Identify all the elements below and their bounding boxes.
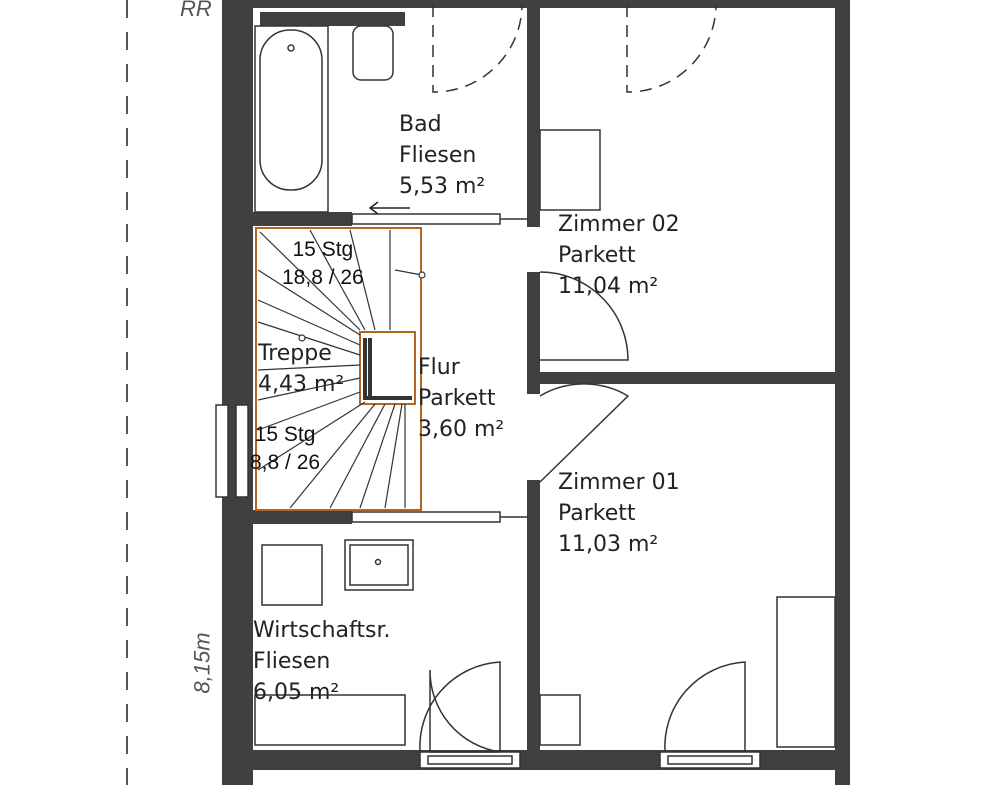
bath-shelf	[260, 12, 405, 26]
room-floor: Parkett	[418, 386, 496, 411]
room-area: 5,53 m²	[399, 174, 486, 199]
stair-label-upper: 15 Stg 18,8 / 26	[282, 236, 364, 292]
staircase	[255, 227, 426, 511]
axis-label: RR	[180, 0, 212, 21]
room-floor: Parkett	[558, 501, 636, 526]
room-floor: Fliesen	[399, 143, 477, 168]
wall-middle-upper	[527, 0, 540, 207]
room-label-wirtschaftsraum: Wirtschaftsr. Fliesen 6,05 m²	[253, 615, 391, 708]
room-name: Wirtschaftsr.	[253, 618, 391, 643]
wall-right	[835, 0, 850, 785]
room-area: 6,05 m²	[253, 680, 340, 705]
room-name: Bad	[399, 112, 442, 137]
toilet-icon	[352, 25, 394, 81]
room-label-treppe: Treppe 4,43 m²	[258, 338, 344, 400]
room-name: Zimmer 01	[558, 470, 680, 495]
room-floor: Fliesen	[253, 649, 331, 674]
doors	[419, 4, 746, 753]
room-label-zimmer-02: Zimmer 02 Parkett 11,04 m²	[558, 209, 680, 302]
wall-left	[222, 0, 253, 785]
room-area: 11,04 m²	[558, 274, 659, 299]
room-label-bad: Bad Fliesen 5,53 m²	[399, 109, 485, 202]
stair-label-lower: 15 Stg 8,8 / 26	[250, 421, 320, 477]
room-area: 11,03 m²	[558, 532, 659, 557]
stair-ratio: 18,8 / 26	[282, 266, 364, 289]
dimension-label: 8,15m	[189, 632, 215, 694]
stair-steps: 15 Stg	[254, 423, 316, 446]
room-floor: Parkett	[558, 243, 636, 268]
wall-bath-bottom	[252, 212, 352, 226]
walls	[222, 0, 850, 785]
room-name: Flur	[418, 355, 460, 380]
room-name: Zimmer 02	[558, 212, 680, 237]
stair-steps: 15 Stg	[292, 238, 354, 261]
room-name: Treppe	[258, 341, 332, 366]
room-label-zimmer-01: Zimmer 01 Parkett 11,03 m²	[558, 467, 680, 560]
room-label-flur: Flur Parkett 3,60 m²	[418, 352, 504, 445]
wall-utility-top	[252, 510, 352, 524]
bathtub-icon	[254, 25, 329, 213]
room-area: 4,43 m²	[258, 372, 345, 397]
furniture	[254, 129, 836, 748]
wall-room-divider	[540, 372, 835, 384]
wall-middle-lower	[527, 480, 540, 750]
stair-ratio: 8,8 / 26	[250, 451, 321, 474]
room-area: 3,60 m²	[418, 417, 505, 442]
